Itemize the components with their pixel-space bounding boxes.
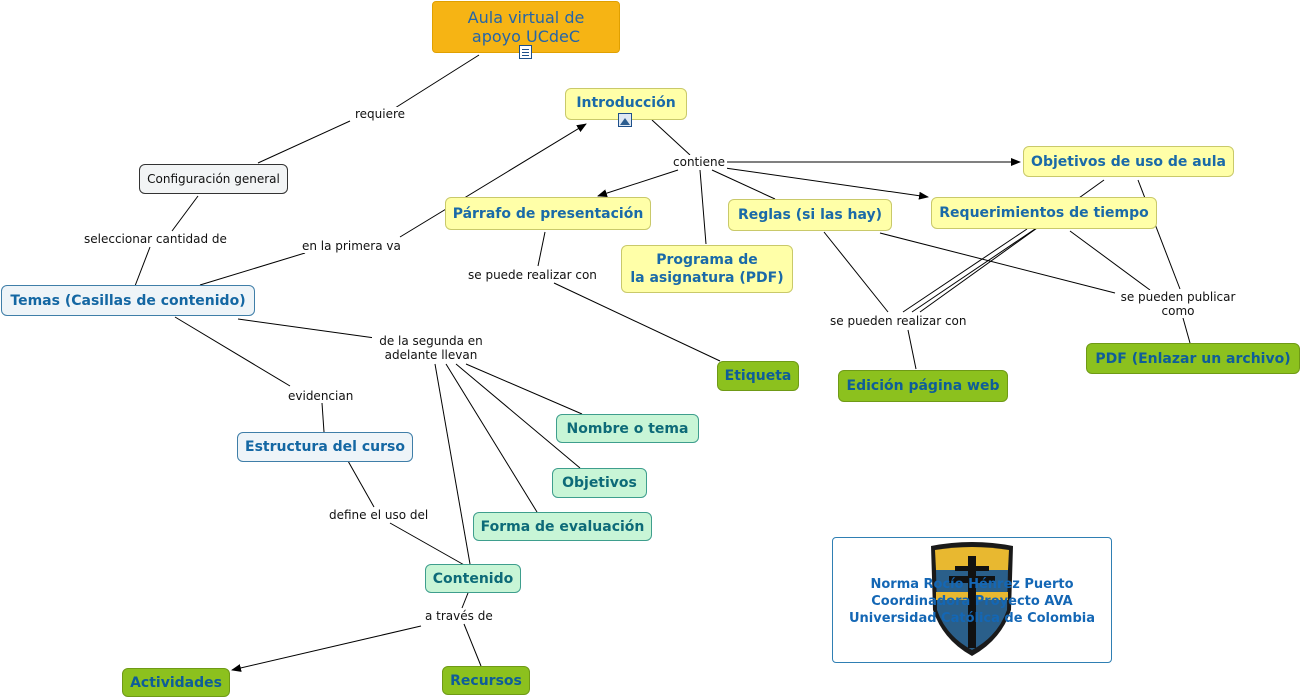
label-primera: en la primera va — [300, 239, 403, 253]
credit-line-1: Norma Rocío Hénrez Puerto — [870, 577, 1074, 592]
concept-edicion-label: Edición página web — [846, 378, 1000, 394]
edge-contiene-parrafo — [597, 169, 679, 198]
concept-configuracion[interactable]: Configuración general — [139, 164, 288, 194]
edge-traves-recursos — [463, 623, 482, 667]
edge-contenido-traves — [461, 592, 469, 609]
edge-segunda-contenido — [434, 363, 471, 565]
edge-requerimientos-realizar2a — [911, 228, 1036, 313]
label-evidencian: evidencian — [286, 389, 356, 403]
concept-introduccion-label: Introducción — [576, 95, 676, 111]
edge-contiene-reglas — [711, 169, 776, 200]
label-contiene: contiene — [671, 155, 727, 169]
concept-objetivos[interactable]: Objetivos — [552, 468, 647, 498]
edge-requerimientos-realizar2b — [902, 228, 1028, 313]
concept-objetivos-uso[interactable]: Objetivos de uso de aula — [1023, 146, 1234, 177]
concept-contenido[interactable]: Contenido — [425, 564, 521, 593]
concept-estructura[interactable]: Estructura del curso — [237, 432, 413, 462]
edge-segunda-forma — [445, 363, 538, 513]
concept-contenido-label: Contenido — [432, 570, 514, 587]
concept-pdf-label: PDF (Enlazar un archivo) — [1095, 350, 1291, 367]
concept-temas-label: Temas (Casillas de contenido) — [10, 292, 246, 309]
concept-configuracion-label: Configuración general — [147, 172, 280, 186]
edge-realizar2-edicion — [907, 329, 917, 370]
document-icon[interactable] — [519, 45, 532, 59]
concept-programa[interactable]: Programa de la asignatura (PDF) — [621, 245, 793, 293]
concept-nombre[interactable]: Nombre o tema — [556, 414, 699, 443]
edge-reglas-realizar2 — [823, 231, 889, 313]
label-publicar-1: se pueden publicar — [1120, 290, 1236, 304]
edge-intro-contiene — [651, 119, 691, 156]
concept-programa-label-2: la asignatura (PDF) — [630, 270, 784, 286]
concept-programa-label-1: Programa de — [656, 252, 758, 268]
concept-actividades[interactable]: Actividades — [122, 668, 230, 697]
edge-realizar-etiqueta — [553, 282, 721, 362]
concept-etiqueta[interactable]: Etiqueta — [717, 361, 799, 391]
concept-temas[interactable]: Temas (Casillas de contenido) — [1, 285, 255, 316]
label-segunda-2: adelante llevan — [384, 348, 478, 362]
label-define: define el uso del — [327, 508, 431, 522]
edge-publicar-pdf — [1182, 317, 1191, 344]
edge-config-seleccionar — [171, 195, 199, 232]
label-realizar2: se pueden realizar con — [828, 314, 969, 328]
label-segunda-1: de la segunda en — [379, 334, 483, 348]
image-icon[interactable] — [618, 113, 632, 127]
concept-objetivos-label: Objetivos — [562, 475, 637, 491]
edge-requiere-config — [257, 120, 351, 164]
university-shield-logo — [931, 542, 1013, 656]
edge-temas-segunda — [237, 318, 376, 339]
concept-forma-label: Forma de evaluación — [480, 518, 645, 535]
edge-parrafo-realizar — [537, 231, 546, 267]
edge-temas-evidencian — [174, 316, 291, 387]
root-concept-label: Aula virtual de apoyo UCdeC — [467, 8, 585, 46]
label-publicar: se pueden publicar como — [1116, 290, 1240, 318]
edge-contiene-programa — [699, 169, 707, 245]
edge-reglas-publicar — [879, 232, 1116, 294]
credit-line-3: Universidad Católica de Colombia — [848, 611, 1096, 626]
concept-requerimientos-label: Requerimientos de tiempo — [939, 205, 1149, 221]
label-realizar1: se puede realizar con — [466, 268, 599, 282]
concept-recursos-label: Recursos — [450, 672, 522, 689]
edge-contiene-requerimientos — [724, 167, 929, 200]
concept-objetivos-uso-label: Objetivos de uso de aula — [1031, 153, 1226, 170]
concept-actividades-label: Actividades — [130, 674, 222, 691]
concept-etiqueta-label: Etiqueta — [724, 368, 792, 384]
concept-edicion[interactable]: Edición página web — [838, 370, 1008, 402]
edge-segunda-objetivos — [455, 363, 581, 469]
edge-define-contenido — [389, 522, 467, 567]
label-segunda: de la segunda en adelante llevan — [372, 334, 490, 362]
edge-seleccionar-temas — [134, 246, 151, 287]
credit-box: Norma Rocío Hénrez Puerto Coordinadora P… — [832, 537, 1112, 663]
credit-line-2: Coordinadora Proyecto AVA — [871, 594, 1073, 609]
concept-recursos[interactable]: Recursos — [442, 666, 530, 695]
edge-requerimientos-publicar — [1069, 230, 1151, 291]
concept-forma[interactable]: Forma de evaluación — [473, 512, 652, 541]
label-traves: a través de — [423, 609, 495, 623]
edge-root-requiere — [394, 54, 480, 109]
edge-estructura-define — [347, 460, 375, 508]
edge-traves-actividades — [231, 625, 422, 672]
concept-reglas[interactable]: Reglas (si las hay) — [728, 199, 892, 231]
concept-requerimientos[interactable]: Requerimientos de tiempo — [931, 197, 1157, 229]
concept-reglas-label: Reglas (si las hay) — [737, 207, 883, 223]
edge-segunda-nombre — [465, 363, 583, 415]
concept-parrafo[interactable]: Párrafo de presentación — [445, 197, 651, 230]
concept-parrafo-label: Párrafo de presentación — [452, 205, 644, 222]
label-requiere: requiere — [353, 107, 408, 121]
label-publicar-2: como — [1161, 304, 1195, 318]
label-seleccionar: seleccionar cantidad de — [82, 232, 229, 246]
concept-estructura-label: Estructura del curso — [245, 439, 405, 455]
concept-nombre-label: Nombre o tema — [566, 420, 689, 437]
edge-temas-primera — [199, 252, 306, 286]
concept-pdf[interactable]: PDF (Enlazar un archivo) — [1086, 343, 1300, 374]
edge-evidencian-estructura — [321, 402, 325, 433]
edge-primera-intro — [399, 123, 587, 238]
